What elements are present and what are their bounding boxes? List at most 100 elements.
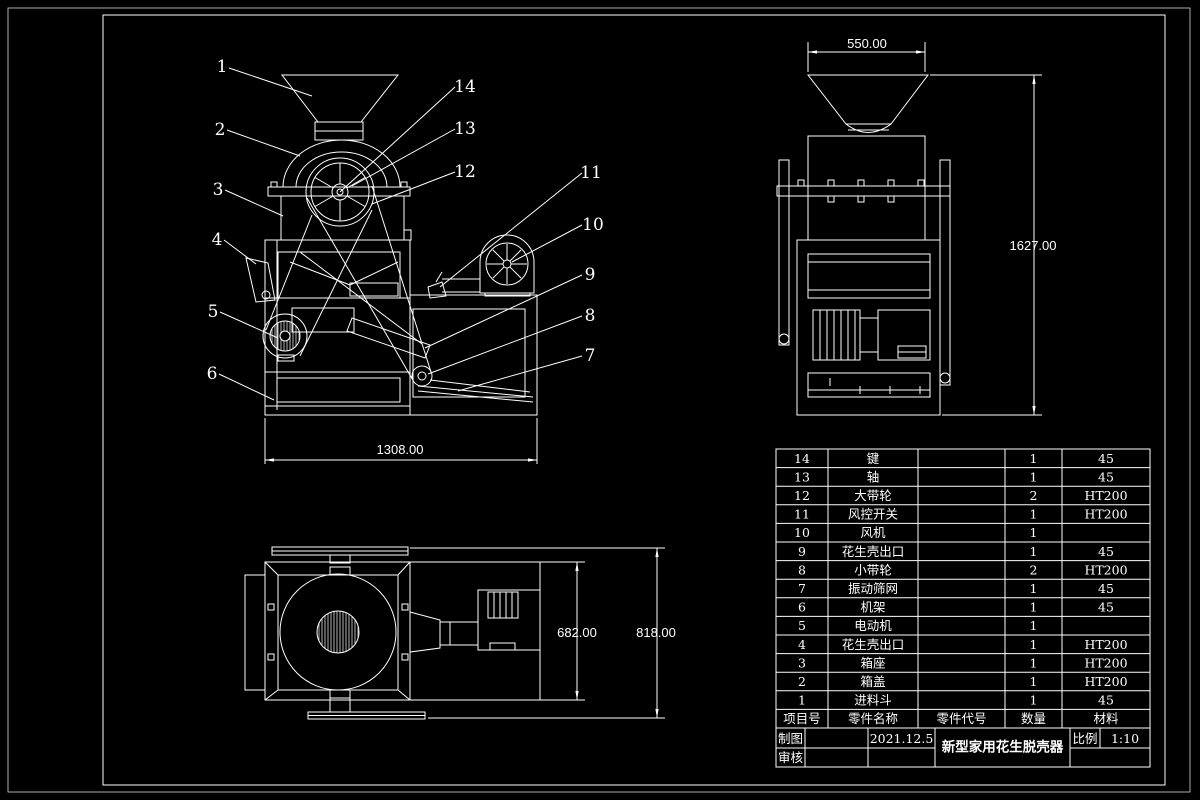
- table-cell-qty: 1: [1030, 655, 1038, 670]
- dimension-value: 550.00: [847, 36, 887, 51]
- callout-label: 6: [207, 364, 218, 384]
- table-cell-qty: 2: [1030, 488, 1038, 503]
- blower-fan: [442, 234, 535, 297]
- table-cell-material: HT200: [1084, 637, 1127, 652]
- front-view-callouts: 1 2 3 4 5 6 7 8 9 10 11 12 13 14: [207, 57, 604, 401]
- callout-label: 2: [215, 120, 226, 140]
- dimension-value: 682.00: [557, 625, 597, 640]
- table-cell-name: 振动筛网: [848, 581, 898, 596]
- callout-12: 12: [371, 162, 476, 205]
- table-cell-material: 45: [1098, 693, 1114, 708]
- table-cell-no: 9: [798, 544, 806, 559]
- callout-label: 13: [454, 119, 476, 139]
- table-cell-qty: 2: [1030, 562, 1038, 577]
- table-cell-name: 键: [867, 451, 880, 466]
- callout-label: 7: [585, 346, 596, 366]
- top-box: [264, 561, 411, 701]
- table-cell-name: 大带轮: [854, 488, 892, 503]
- callout-3: 3: [213, 180, 284, 217]
- table-cell-qty: 1: [1030, 507, 1038, 522]
- table-cell-no: 11: [794, 507, 810, 522]
- table-cell-name: 电动机: [854, 618, 892, 633]
- table-cell-name: 花生壳出口: [842, 637, 905, 652]
- table-cell-name: 轴: [867, 469, 880, 484]
- box-seat: [280, 196, 412, 241]
- dimension-side-width: 550.00: [807, 36, 926, 72]
- table-cell-no: 1: [798, 693, 806, 708]
- shell-outlet-chute: [299, 251, 431, 359]
- callout-label: 9: [585, 265, 596, 285]
- table-cell-no: 14: [794, 451, 810, 466]
- table-cell-no: 7: [798, 581, 806, 596]
- front-view: [245, 74, 538, 416]
- table-cell-name: 机架: [860, 600, 885, 615]
- table-cell-qty: 1: [1030, 525, 1038, 540]
- top-belt-upper: [271, 546, 409, 564]
- dimension-top-depth: 682.00: [410, 561, 597, 701]
- table-cell-qty: 1: [1030, 693, 1038, 708]
- table-cell-qty: 1: [1030, 581, 1038, 596]
- vibrating-screen: [429, 379, 531, 393]
- table-cell-name: 风控开关: [848, 507, 898, 522]
- top-left-panel: [244, 574, 266, 691]
- table-cell-no: 8: [798, 562, 806, 577]
- dimension-value: 818.00: [636, 625, 676, 640]
- side-motor: [812, 309, 931, 361]
- callout-7: 7: [457, 346, 596, 392]
- table-cell-no: 12: [794, 488, 810, 503]
- table-cell-no: 13: [794, 469, 810, 484]
- drawn-by-label: 制图: [778, 731, 803, 746]
- table-cell-name: 花生壳出口: [842, 544, 905, 559]
- shell-outlet-left: [245, 257, 276, 303]
- box-cover: [267, 139, 411, 197]
- callout-14: 14: [339, 77, 476, 193]
- table-cell-qty: 1: [1030, 469, 1038, 484]
- callout-5: 5: [208, 302, 279, 339]
- callout-label: 14: [454, 77, 476, 97]
- table-cell-name: 进料斗: [854, 693, 892, 708]
- table-cell-material: 45: [1098, 451, 1114, 466]
- callout-13: 13: [351, 119, 476, 187]
- scale-value: 1:10: [1111, 731, 1139, 746]
- table-cell-qty: 1: [1030, 600, 1038, 615]
- table-header-cell: 数量: [1021, 711, 1046, 726]
- dimension-side-height: 1627.00: [930, 74, 1057, 416]
- callout-label: 4: [212, 230, 223, 250]
- callout-label: 3: [213, 180, 224, 200]
- top-belt-lower: [307, 697, 426, 720]
- callout-9: 9: [424, 265, 596, 349]
- table-cell-name: 箱盖: [860, 674, 885, 689]
- table-cell-name: 小带轮: [854, 562, 892, 577]
- checked-by-label: 审核: [778, 750, 804, 765]
- drawing-date: 2021.12.5: [870, 731, 934, 746]
- callout-label: 5: [208, 302, 219, 322]
- table-cell-no: 10: [794, 525, 810, 540]
- side-collection-tray: [807, 372, 931, 398]
- table-cell-material: HT200: [1084, 562, 1127, 577]
- table-cell-no: 4: [798, 637, 806, 652]
- table-cell-no: 2: [798, 674, 806, 689]
- title-block: 制图 审核 2021.12.5 新型家用花生脱壳器 比例 1:10: [775, 727, 1151, 768]
- table-header-cell: 材料: [1093, 711, 1119, 726]
- belts: [265, 185, 432, 383]
- table-cell-qty: 1: [1030, 618, 1038, 633]
- table-cell-no: 6: [798, 600, 806, 615]
- table-cell-qty: 1: [1030, 674, 1038, 689]
- dimension-front-length: 1308.00: [264, 418, 538, 464]
- table-cell-material: HT200: [1084, 655, 1127, 670]
- scale-label: 比例: [1072, 731, 1097, 746]
- table-cell-name: 箱座: [860, 655, 885, 670]
- table-cell-qty: 1: [1030, 451, 1038, 466]
- table-cell-no: 5: [798, 618, 806, 633]
- table-cell-material: 45: [1098, 544, 1114, 559]
- side-view: [776, 74, 951, 416]
- table-cell-material: HT200: [1084, 674, 1127, 689]
- callout-label: 11: [580, 163, 602, 183]
- feed-hopper: [280, 74, 400, 141]
- table-header-cell: 零件名称: [848, 711, 898, 726]
- callout-4: 4: [212, 230, 257, 265]
- drawing-title: 新型家用花生脱壳器: [942, 739, 1064, 756]
- dimension-value: 1308.00: [377, 442, 424, 457]
- table-cell-material: HT200: [1084, 488, 1127, 503]
